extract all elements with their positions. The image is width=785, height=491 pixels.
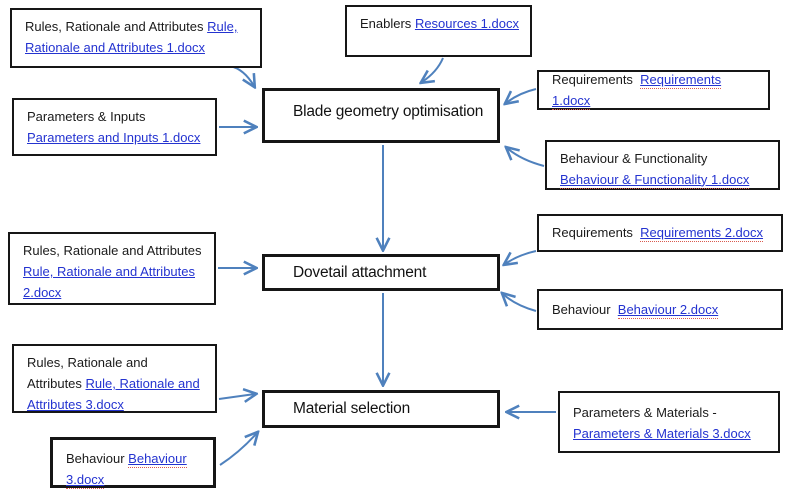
arrow-rules3-material <box>218 394 255 399</box>
doc-link-parameters-materials-3[interactable]: Parameters & Materials 3.docx <box>573 425 751 441</box>
process-label: Dovetail attachment <box>293 263 427 281</box>
node-material-selection: Material selection <box>262 390 500 428</box>
doc-link-behaviour-3[interactable]: Behaviour 3.docx <box>66 451 187 489</box>
process-label: Blade geometry optimisation <box>293 103 484 120</box>
node-behaviour-2: Behaviour Behaviour 2.docx <box>537 289 783 330</box>
node-parameters-materials-3: Parameters & Materials - Parameters & Ma… <box>558 391 780 453</box>
node-behaviour-functionality-1: Behaviour & Functionality Behaviour & Fu… <box>545 140 780 190</box>
node-label: Parameters & Inputs <box>27 109 146 124</box>
node-label: Behaviour <box>66 451 125 466</box>
node-params-1: Parameters & Inputs Parameters and Input… <box>12 98 217 156</box>
node-requirements-2: Requirements Requirements 2.docx <box>537 214 783 252</box>
arrow-beh2-dovetail <box>503 294 537 312</box>
node-dovetail-attachment: Dovetail attachment <box>262 254 500 291</box>
arrow-req1-blade <box>506 88 537 103</box>
process-label: Material selection <box>293 400 411 418</box>
doc-link-rules-1[interactable]: Rule, Rationale and Attributes 1.docx <box>25 19 238 55</box>
node-enablers-1: Enablers Resources 1.docx <box>345 5 532 57</box>
node-requirements-1: Requirements Requirements 1.docx <box>537 70 770 110</box>
node-rules-2: Rules, Rationale and Attributes Rule, Ra… <box>8 232 216 305</box>
node-label: Rules, Rationale and Attributes <box>25 19 204 34</box>
doc-link-rules-2[interactable]: Rule, Rationale and Attributes 2.docx <box>23 263 195 300</box>
node-label: Requirements Requirements 2.docx <box>552 225 764 243</box>
node-label: Requirements Requirements 1.docx <box>552 71 722 110</box>
arrow-req2-dovetail <box>505 250 537 264</box>
doc-link-behaviour-2[interactable]: Behaviour 2.docx <box>617 301 719 319</box>
node-behaviour-3: Behaviour Behaviour 3.docx <box>50 437 216 489</box>
arrow-beh3-material <box>219 433 257 466</box>
node-rules-3: Rules, Rationale and Attributes Rule, Ra… <box>12 344 217 413</box>
node-label: Behaviour & Functionality <box>560 151 708 166</box>
doc-link-requirements-2[interactable]: Requirements 2.docx <box>640 225 764 243</box>
doc-link-requirements-1[interactable]: Requirements 1.docx <box>552 71 722 110</box>
doc-link-rules-3[interactable]: Rule, Rationale and Attributes 3.docx <box>27 375 200 412</box>
node-blade-geometry: Blade geometry optimisation <box>262 88 500 143</box>
node-label: Rules, Rationale and Attributes <box>23 243 202 258</box>
node-label: Rules, Rationale and Attributes <box>27 355 148 391</box>
doc-link-params-1[interactable]: Parameters and Inputs 1.docx <box>27 129 201 145</box>
node-label: Behaviour Behaviour 2.docx <box>552 301 719 319</box>
arrow-behfunc1-blade <box>507 148 545 167</box>
arrow-enablers-blade <box>422 57 444 82</box>
doc-link-behaviour-functionality-1[interactable]: Behaviour & Functionality 1.docx <box>560 171 750 189</box>
node-label: Parameters & Materials - <box>573 405 717 420</box>
doc-link-resources-1[interactable]: Resources 1.docx <box>414 16 519 31</box>
arrow-rules1-blade <box>229 65 254 86</box>
node-label: Enablers <box>360 16 412 31</box>
node-rules-1: Rules, Rationale and Attributes Rule, Ra… <box>10 8 262 68</box>
